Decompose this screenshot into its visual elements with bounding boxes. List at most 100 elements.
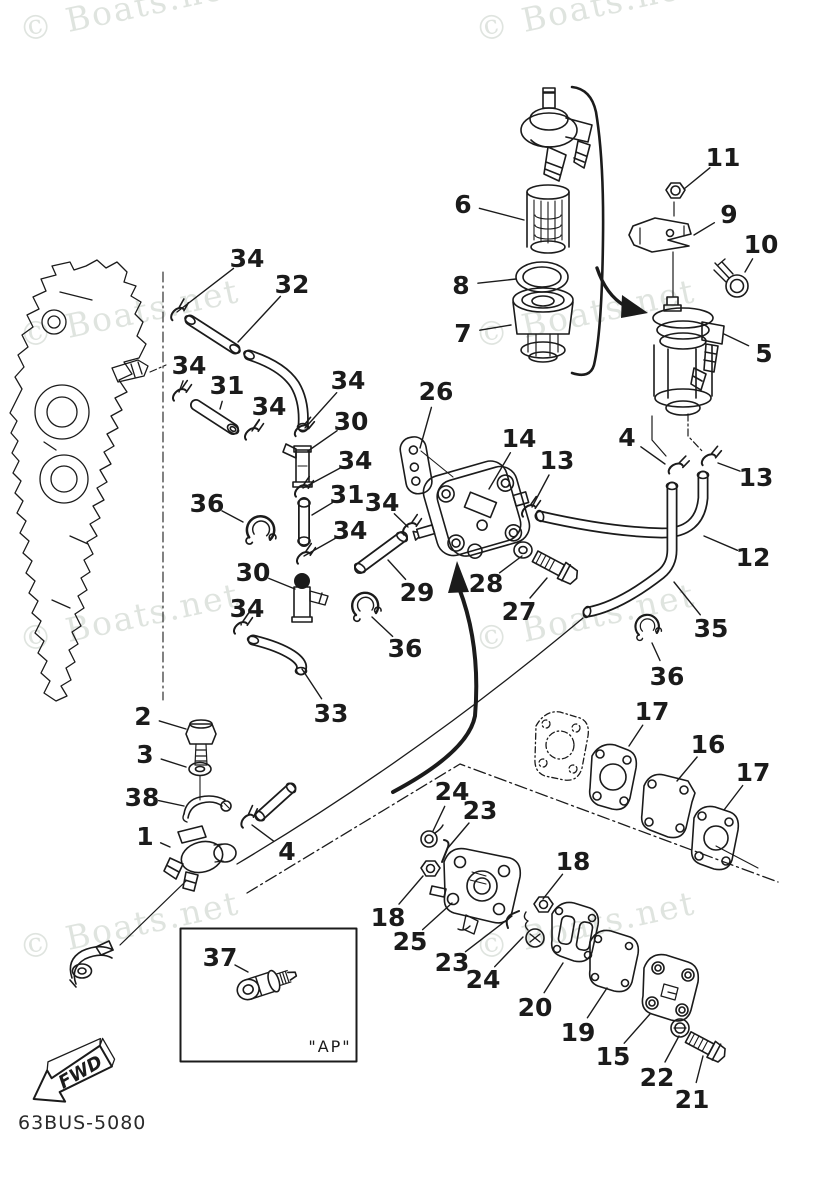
part-callout-34[interactable]: 34 [252,392,287,421]
part-callout-16[interactable]: 16 [691,730,726,759]
callout-leader-line [251,419,261,432]
hose-clip-36 [242,512,281,551]
part-callout-6[interactable]: 6 [454,190,471,219]
nut-18a [420,860,441,877]
part-callout-34[interactable]: 34 [230,594,265,623]
part-callout-32[interactable]: 32 [275,270,310,299]
part-callout-34[interactable]: 34 [331,366,366,395]
part-callout-5[interactable]: 5 [755,339,772,368]
part-callout-18[interactable]: 18 [556,847,591,876]
callout-leader-line [393,513,409,528]
part-callout-22[interactable]: 22 [640,1063,675,1092]
part-callout-8[interactable]: 8 [452,271,469,300]
callout-leader-line [311,502,334,516]
callout-leader-line [479,324,512,331]
part-callout-28[interactable]: 28 [469,569,504,598]
callout-leader-line [664,1035,680,1063]
part-callout-34[interactable]: 34 [230,244,265,273]
part-callout-13[interactable]: 13 [739,463,774,492]
inset-box [179,927,358,1063]
part-callout-27[interactable]: 27 [502,597,537,626]
part-callout-33[interactable]: 33 [314,699,349,728]
callout-leader-line [676,756,698,782]
part-callout-34[interactable]: 34 [365,488,400,517]
part-callout-3[interactable]: 3 [136,740,153,769]
callout-leader-line [498,555,523,574]
part-callout-11[interactable]: 11 [706,143,741,172]
nut-18b [533,896,554,913]
part-callout-19[interactable]: 19 [561,1018,596,1047]
hose-clamp-34 [398,512,426,536]
part-callout-25[interactable]: 25 [393,927,428,956]
callout-leader-line [531,474,550,508]
callout-leader-line [477,278,517,284]
part-callout-26[interactable]: 26 [419,377,454,406]
part-callout-23[interactable]: 23 [463,796,498,825]
part-callout-30[interactable]: 30 [334,407,369,436]
bolt-27 [531,550,579,585]
part-callout-14[interactable]: 14 [502,424,537,453]
fuel-pump-14 [412,460,531,559]
part-callout-24[interactable]: 24 [466,965,501,994]
part-callout-31[interactable]: 31 [210,371,245,400]
part-callout-34[interactable]: 34 [333,516,368,545]
pointer-arrow-to-filter [595,266,648,318]
part-callout-31[interactable]: 31 [330,480,365,509]
callout-leader-line [421,902,453,931]
clamp-38 [182,795,232,823]
callout-leader-line [176,267,235,313]
part-callout-21[interactable]: 21 [675,1085,710,1114]
part-callout-9[interactable]: 9 [720,200,737,229]
pipe-31b [297,497,311,547]
part-callout-18[interactable]: 18 [371,903,406,932]
hose-stub [254,782,297,822]
part-callout-2[interactable]: 2 [134,702,151,731]
callout-leader-line [628,724,644,747]
callout-leader-line [478,207,525,221]
pump-body-25 [429,847,522,935]
part-callout-38[interactable]: 38 [125,783,160,812]
part-callout-4[interactable]: 4 [618,423,635,452]
part-callout-4[interactable]: 4 [278,837,295,866]
part-callout-36[interactable]: 36 [190,489,225,518]
part-callout-35[interactable]: 35 [694,614,729,643]
hose-33 [246,634,308,676]
diaphragm-16 [640,773,696,839]
callout-leader-line [237,295,282,343]
part-callout-17[interactable]: 17 [635,697,670,726]
callout-leader-line [673,581,701,616]
part-callout-37[interactable]: 37 [203,943,238,972]
pump-gasket-26 [399,436,433,495]
valve-37 [236,969,298,1001]
engine-nipple [111,359,149,383]
watermark-text: © Boats.net [16,0,243,50]
part-callout-15[interactable]: 15 [596,1042,631,1071]
washer-3 [188,761,212,801]
part-callout-10[interactable]: 10 [744,230,779,259]
part-callout-23[interactable]: 23 [435,948,470,977]
watermark-text: © Boats.net [16,575,243,660]
brace-curve [570,85,605,377]
callout-leader-line [371,616,394,638]
part-callout-34[interactable]: 34 [338,446,373,475]
part-callout-36[interactable]: 36 [388,634,423,663]
part-callout-1[interactable]: 1 [136,822,153,851]
part-callout-29[interactable]: 29 [400,578,435,607]
guide-lines [236,561,779,894]
part-callout-34[interactable]: 34 [172,351,207,380]
part-callout-24[interactable]: 24 [435,777,470,806]
callout-leader-line [234,964,249,973]
part-callout-30[interactable]: 30 [236,558,271,587]
callout-leader-line [157,799,185,807]
callout-leader-line [398,875,424,905]
part-callout-17[interactable]: 17 [736,758,771,787]
part-callout-36[interactable]: 36 [650,662,685,691]
callout-leader-line [219,400,223,410]
part-callout-12[interactable]: 12 [736,543,771,572]
callout-leader-line [178,380,184,393]
callout-leader-line [586,987,608,1019]
hose-12 [534,470,710,539]
part-callout-20[interactable]: 20 [518,993,553,1022]
part-callout-7[interactable]: 7 [454,319,471,348]
part-callout-13[interactable]: 13 [540,446,575,475]
